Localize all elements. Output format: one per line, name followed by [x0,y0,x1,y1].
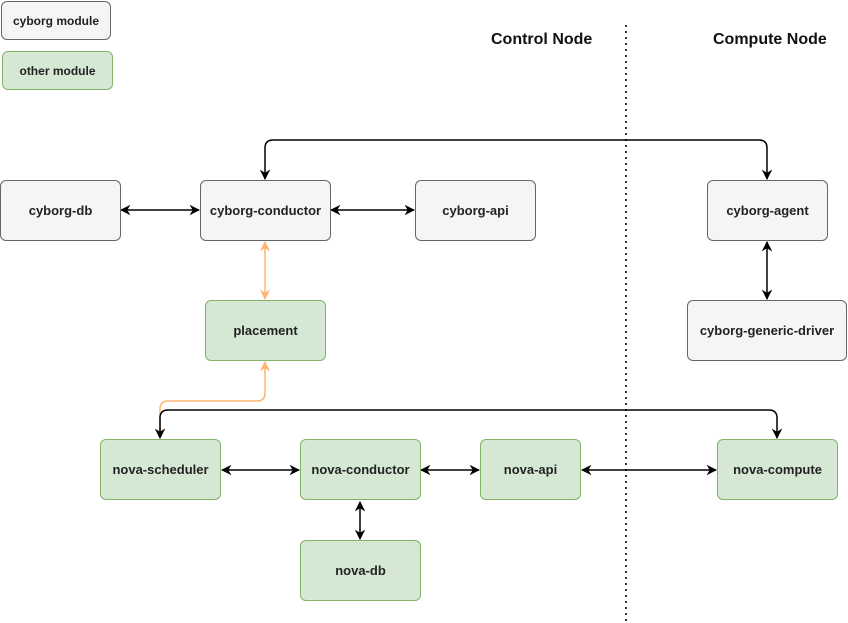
edge-placement-nova-scheduler [154,360,271,440]
cyborg-agent-node[interactable]: cyborg-agent [707,180,828,241]
cyborg-generic-driver-node[interactable]: cyborg-generic-driver [687,300,847,361]
nova-api-node[interactable]: nova-api [480,439,581,500]
legend-other-module: other module [2,51,113,90]
nova-db-node[interactable]: nova-db [300,540,421,601]
legend-cyborg-module: cyborg module [1,1,111,40]
edge-cyborg-conductor-cyborg-agent [259,139,773,181]
control-node-title: Control Node [491,31,593,48]
compute-node-title: Compute Node [713,31,827,48]
cyborg-db-node[interactable]: cyborg-db [0,180,121,241]
nova-conductor-node[interactable]: nova-conductor [300,439,421,500]
edge-nova-scheduler-nova-compute [154,409,783,440]
nova-scheduler-node[interactable]: nova-scheduler [100,439,221,500]
placement-node[interactable]: placement [205,300,326,361]
cyborg-api-node[interactable]: cyborg-api [415,180,536,241]
nova-compute-node[interactable]: nova-compute [717,439,838,500]
cyborg-conductor-node[interactable]: cyborg-conductor [200,180,331,241]
